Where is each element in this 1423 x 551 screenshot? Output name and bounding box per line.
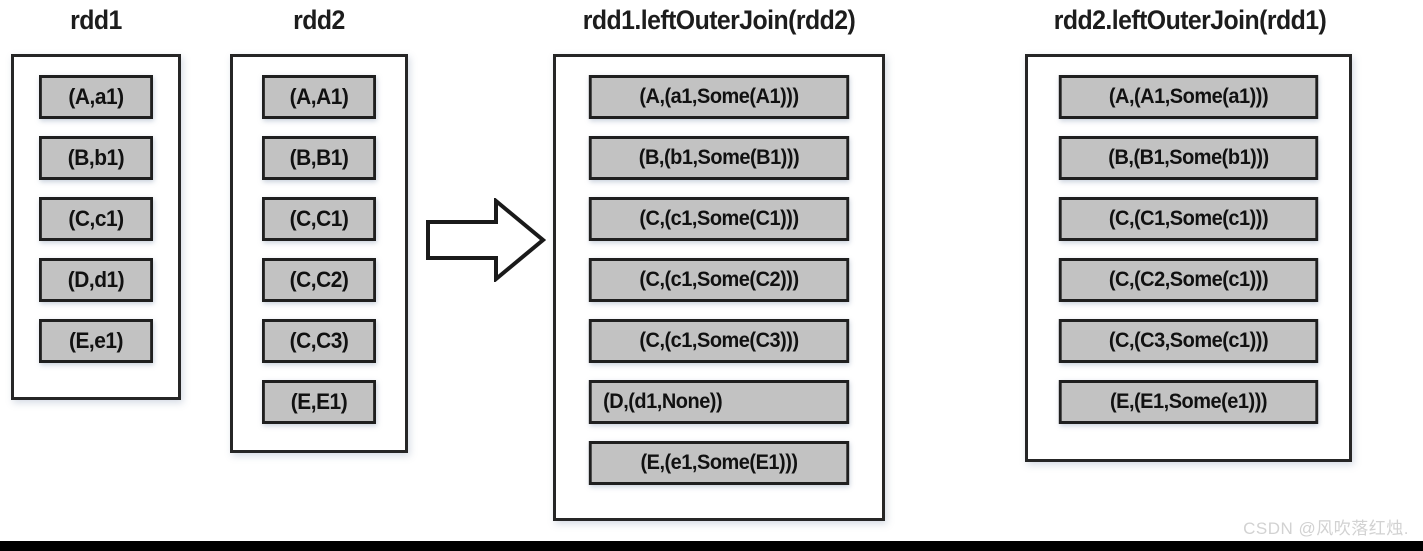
list-item[interactable]: (C,(C1,Some(c1))) (1058, 197, 1319, 241)
item-list-rdd2-leftouterjoin-rdd1: (A,(A1,Some(a1))) (B,(B1,Some(b1))) (C,(… (1028, 57, 1349, 459)
list-item[interactable]: (C,(c1,Some(C3))) (588, 319, 850, 363)
column-title-rdd1: rdd1 (70, 5, 122, 35)
list-item[interactable]: (A,(a1,Some(A1))) (588, 75, 850, 119)
list-item[interactable]: (A,A1) (262, 75, 376, 119)
item-list-rdd1: (A,a1) (B,b1) (C,c1) (D,d1) (E,e1) (14, 57, 178, 397)
list-item[interactable]: (B,(B1,Some(b1))) (1058, 136, 1319, 180)
list-item[interactable]: (E,(E1,Some(e1))) (1058, 380, 1319, 424)
rdd-container-rdd1: (A,a1) (B,b1) (C,c1) (D,d1) (E,e1) (11, 54, 181, 400)
item-list-rdd1-leftouterjoin-rdd2: (A,(a1,Some(A1))) (B,(b1,Some(B1))) (C,(… (556, 57, 882, 518)
list-item[interactable]: (D,(d1,None)) (588, 380, 850, 424)
list-item[interactable]: (A,a1) (39, 75, 153, 119)
column-title-rdd2: rdd2 (293, 5, 345, 35)
bottom-bar (0, 541, 1423, 551)
rdd-container-rdd2-leftouterjoin-rdd1: (A,(A1,Some(a1))) (B,(B1,Some(b1))) (C,(… (1025, 54, 1352, 462)
list-item[interactable]: (C,C1) (262, 197, 376, 241)
item-list-rdd2: (A,A1) (B,B1) (C,C1) (C,C2) (C,C3) (E,E1… (233, 57, 405, 450)
list-item[interactable]: (D,d1) (39, 258, 153, 302)
list-item[interactable]: (C,(c1,Some(C1))) (588, 197, 850, 241)
column-title-rdd2-leftouterjoin-rdd1: rdd2.leftOuterJoin(rdd1) (1053, 5, 1327, 35)
watermark-text: CSDN @风吹落红烛. (1243, 519, 1409, 538)
list-item[interactable]: (E,(e1,Some(E1))) (588, 441, 850, 485)
list-item[interactable]: (A,(A1,Some(a1))) (1058, 75, 1319, 119)
list-item[interactable]: (B,b1) (39, 136, 153, 180)
column-title-rdd1-leftouterjoin-rdd2: rdd1.leftOuterJoin(rdd2) (582, 5, 856, 35)
rdd-container-rdd2: (A,A1) (B,B1) (C,C1) (C,C2) (C,C3) (E,E1… (230, 54, 408, 453)
list-item[interactable]: (C,(c1,Some(C2))) (588, 258, 850, 302)
list-item[interactable]: (C,(C3,Some(c1))) (1058, 319, 1319, 363)
list-item[interactable]: (C,c1) (39, 197, 153, 241)
list-item[interactable]: (E,E1) (262, 380, 376, 424)
list-item[interactable]: (B,(b1,Some(B1))) (588, 136, 850, 180)
list-item[interactable]: (B,B1) (262, 136, 376, 180)
list-item[interactable]: (E,e1) (39, 319, 153, 363)
rdd-container-rdd1-leftouterjoin-rdd2: (A,(a1,Some(A1))) (B,(b1,Some(B1))) (C,(… (553, 54, 885, 521)
list-item[interactable]: (C,(C2,Some(c1))) (1058, 258, 1319, 302)
list-item[interactable]: (C,C3) (262, 319, 376, 363)
list-item[interactable]: (C,C2) (262, 258, 376, 302)
right-arrow-icon (426, 198, 546, 282)
